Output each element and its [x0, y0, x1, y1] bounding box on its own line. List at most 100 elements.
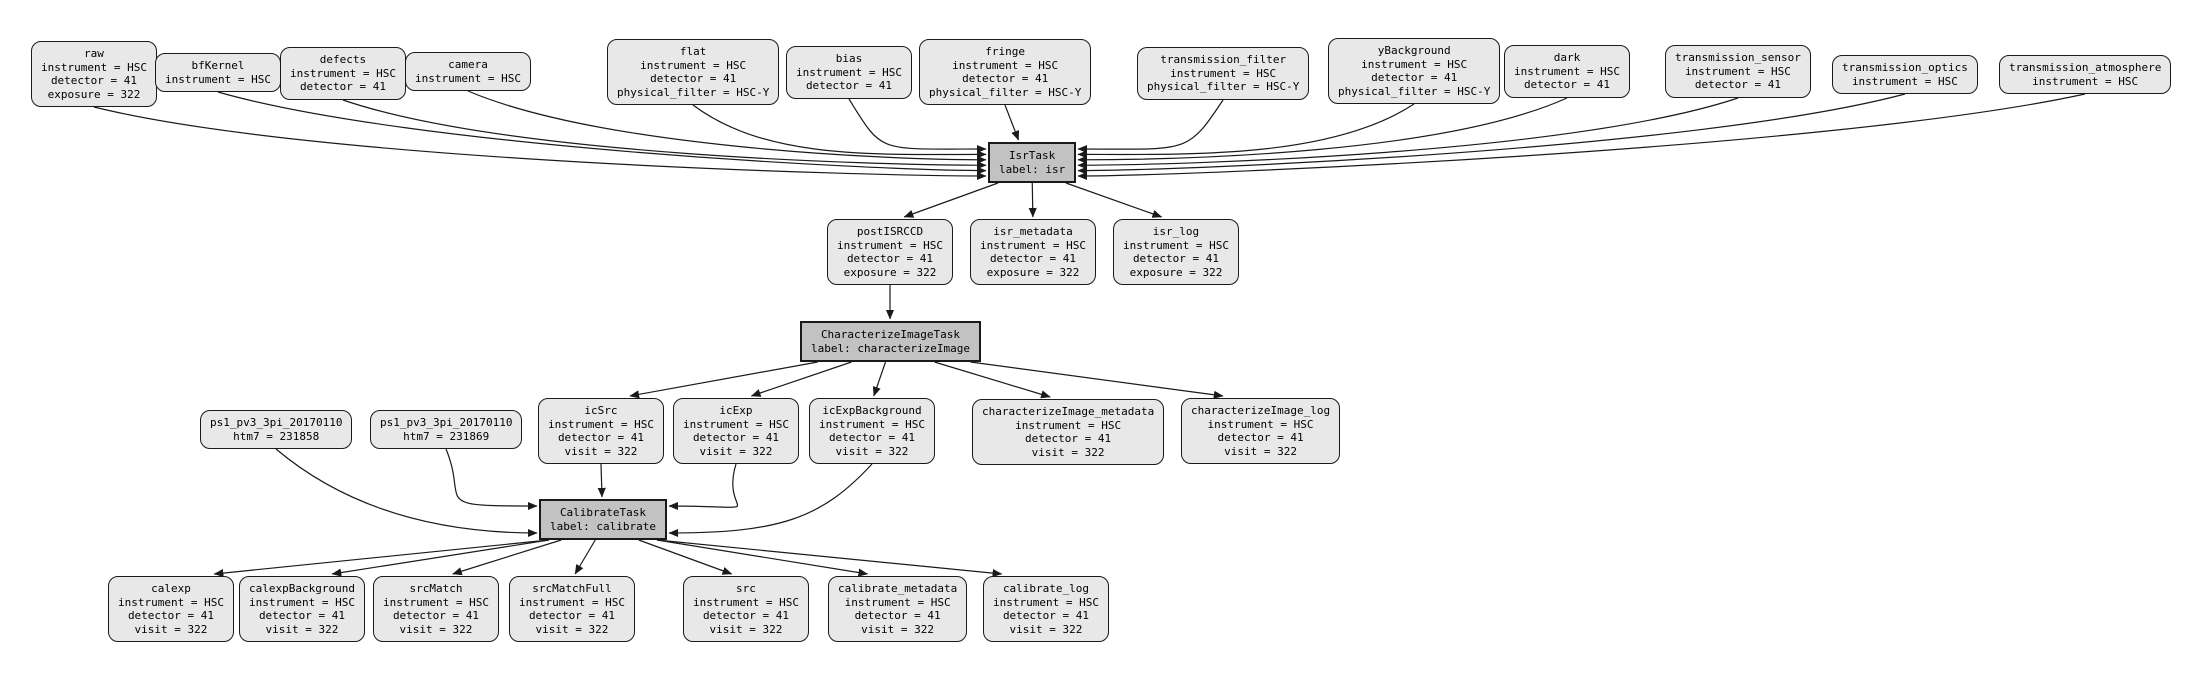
node-dimension: exposure = 322 — [843, 265, 937, 279]
node-dimension: detector = 41 — [392, 609, 480, 622]
node-title: isr_metadata — [993, 225, 1073, 238]
node-dimension: detector = 41 — [1523, 78, 1611, 91]
node-dimension: instrument = HSC — [249, 595, 355, 609]
node-title: srcMatch — [409, 582, 463, 595]
edge-calibrate-calexp — [213, 539, 550, 578]
node-dimension: instrument = HSC — [993, 595, 1099, 609]
node-dimension: htm7 = 231869 — [403, 429, 490, 443]
edge-characterizeImage-icExpBackground — [872, 361, 887, 397]
node-dimension: detector = 41 — [846, 252, 934, 265]
node-title: transmission_optics — [1842, 61, 1968, 74]
edge-transmission_filter-isr — [1077, 99, 1224, 154]
edge-defects-isr — [342, 99, 987, 170]
node-dimension: instrument = HSC — [819, 417, 925, 431]
node-title: calibrate_log — [1002, 582, 1090, 595]
node-dimension: instrument = HSC — [693, 595, 799, 609]
node-dimension: exposure = 322 — [1129, 265, 1223, 279]
node-dimension: detector = 41 — [962, 72, 1049, 85]
node-dimension: visit = 322 — [265, 622, 339, 636]
node-dimension: visit = 322 — [535, 622, 609, 636]
node-dimension: detector = 41 — [1132, 252, 1220, 265]
node-dimension: detector = 41 — [528, 609, 616, 622]
edge-camera-isr — [467, 90, 987, 164]
node-dimension: instrument = HSC — [1170, 66, 1277, 80]
node-title: srcMatchFull — [532, 582, 612, 595]
node-dimension: physical_filter = HSC-Y — [929, 85, 1082, 99]
node-dimension: instrument = HSC — [980, 238, 1086, 252]
node-title: transmission_sensor — [1675, 51, 1801, 64]
edge-ps1_b-calibrate — [445, 448, 538, 511]
node-dimension: instrument = HSC — [519, 595, 625, 609]
edge-fringe-isr — [1004, 104, 1020, 141]
node-title: icExpBackground — [822, 404, 922, 417]
edge-transmission_sensor-isr — [1077, 97, 1739, 170]
node-dimension: visit = 322 — [399, 622, 473, 636]
node-dimension: visit = 322 — [134, 622, 208, 636]
node-dimension: detector = 41 — [1371, 71, 1458, 84]
edge-ps1_a-calibrate — [275, 448, 538, 538]
node-dimension: detector = 41 — [258, 609, 346, 622]
node-title: ps1_pv3_3pi_20170110 — [210, 416, 343, 429]
node-title: isr_log — [1152, 225, 1200, 238]
node-dimension: instrument = HSC — [1361, 57, 1468, 71]
edge-isr-isr_log — [1065, 182, 1163, 218]
edge-calibrate-srcMatch — [452, 539, 562, 576]
node-dimension: instrument = HSC — [1015, 418, 1122, 432]
node-dimension: htm7 = 231858 — [233, 429, 320, 443]
node-dimension: instrument = HSC — [1123, 238, 1229, 252]
node-title: postISRCCD — [856, 225, 924, 238]
node-dimension: instrument = HSC — [2032, 74, 2139, 88]
edge-isr-postISRCCD — [903, 182, 999, 218]
edge-characterizeImage-characterizeImage_metadata — [934, 361, 1051, 399]
node-dimension: label: isr — [999, 162, 1066, 176]
node-dimension: detector = 41 — [692, 431, 780, 444]
node-title: calexpBackground — [249, 582, 355, 595]
node-dimension: detector = 41 — [127, 609, 215, 622]
node-title: raw — [84, 47, 104, 60]
edge-characterizeImage-icSrc — [629, 361, 818, 399]
edge-icExpBackground-calibrate — [668, 463, 873, 538]
node-title: transmission_filter — [1160, 53, 1287, 66]
node-dimension: visit = 322 — [835, 444, 909, 458]
node-title: yBackground — [1377, 44, 1451, 57]
node-dimension: detector = 41 — [650, 72, 737, 85]
node-title: dark — [1553, 51, 1581, 64]
edge-raw-isr — [93, 106, 987, 181]
node-title: bias — [835, 52, 863, 65]
node-title: ps1_pv3_3pi_20170110 — [380, 416, 513, 429]
node-dimension: exposure = 322 — [47, 87, 141, 101]
edge-calibrate-calibrate_metadata — [656, 539, 869, 577]
node-dimension: instrument = HSC — [952, 58, 1059, 72]
node-title: camera — [448, 58, 488, 71]
node-title: CalibrateTask — [559, 506, 647, 519]
edge-isr-isr_metadata — [1028, 182, 1037, 218]
node-dimension: instrument = HSC — [796, 65, 902, 79]
node-title: src — [736, 582, 756, 595]
edge-transmission_atmosphere-isr — [1077, 93, 2086, 181]
node-dimension: physical_filter = HSC-Y — [617, 85, 770, 99]
node-dimension: physical_filter = HSC-Y — [1338, 84, 1491, 98]
edge-calibrate-src — [638, 539, 733, 575]
edge-bfKernel-isr — [217, 91, 987, 175]
node-dimension: instrument = HSC — [837, 238, 943, 252]
node-dimension: detector = 41 — [989, 252, 1077, 265]
node-dimension: instrument = HSC — [1514, 64, 1620, 78]
edge-icSrc-calibrate — [597, 463, 606, 498]
